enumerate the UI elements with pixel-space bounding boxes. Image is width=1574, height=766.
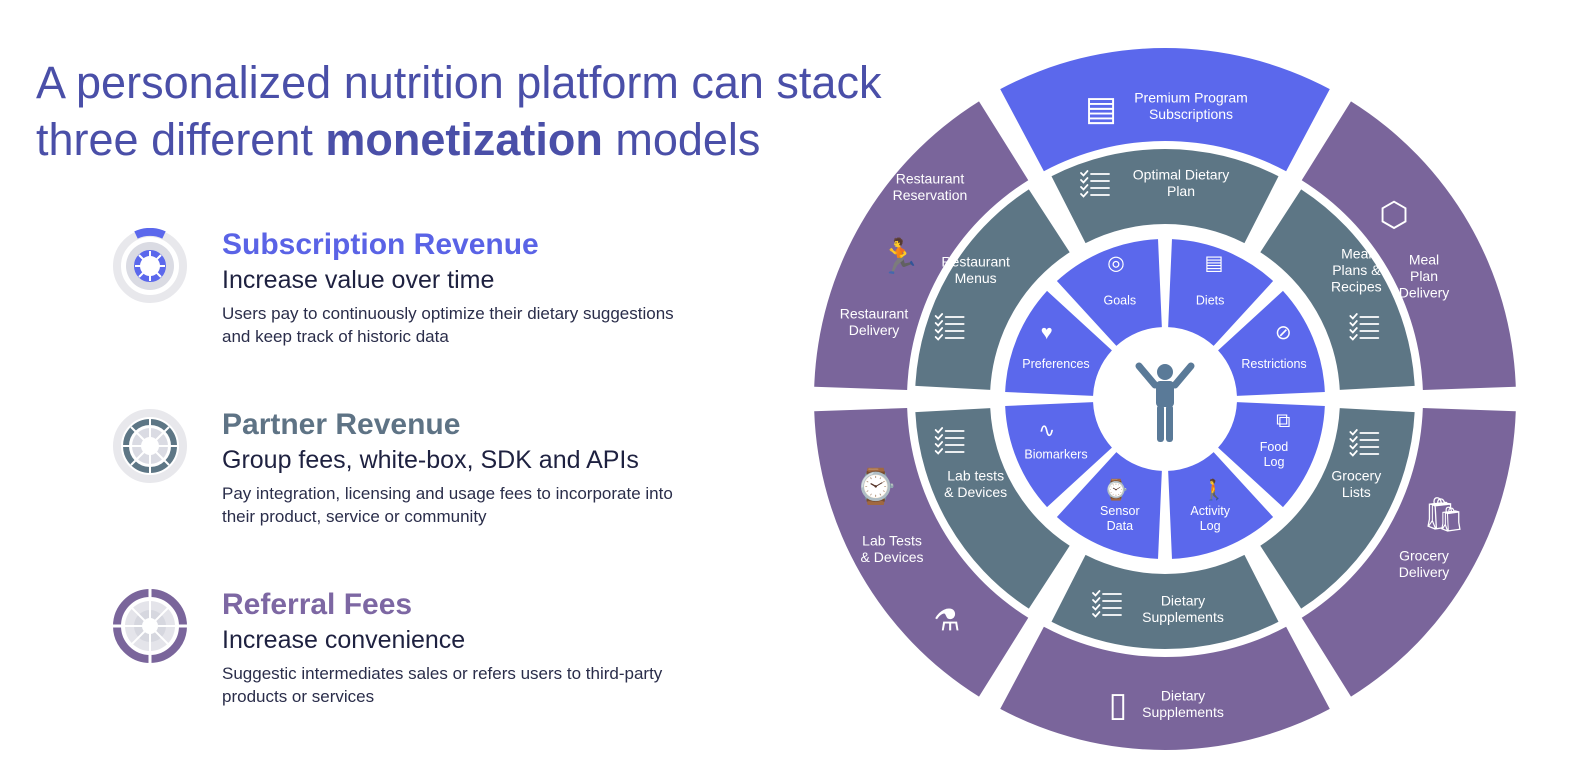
inner-segment [1005, 290, 1112, 396]
checklist-icon [1349, 429, 1380, 457]
inner-label: Preferences [1022, 357, 1089, 371]
inner-segment [1218, 402, 1325, 508]
middle-segment [1260, 408, 1415, 609]
middle-segment [1051, 149, 1279, 244]
title-line-2-end: models [602, 114, 761, 165]
title-line-2-bold: monetization [325, 114, 603, 165]
middle-segment [1260, 189, 1415, 390]
person-arms-raised-icon [1135, 362, 1195, 442]
outer-segment [1000, 626, 1330, 751]
inner-segment [1005, 402, 1112, 508]
inner-label: Diets [1196, 293, 1224, 307]
middle-label: Lab tests& Devices [944, 468, 1007, 501]
inner-segment [1056, 452, 1162, 559]
documents-checklist-icon: ▤ [1085, 90, 1117, 128]
subscription-heading: Subscription Revenue [222, 228, 539, 261]
checklist-icon [1080, 170, 1110, 198]
pulse-icon: ∿ [1038, 420, 1055, 442]
inner-label: Restrictions [1241, 357, 1306, 371]
middle-segment [915, 408, 1070, 609]
outer-segment [814, 408, 1029, 697]
referral-ring-icon [113, 589, 187, 663]
checklist-icon [934, 427, 965, 455]
head-target-icon: ◎ [1107, 253, 1124, 275]
outer-segment [1301, 101, 1516, 390]
delivery-runner-icon: 🏃 [879, 237, 921, 276]
package-box-icon: ⬡ [1379, 196, 1409, 234]
subscription-ring-icon [113, 228, 187, 303]
middle-segment [1051, 554, 1279, 650]
middle-segment [915, 189, 1070, 390]
inner-segment [1168, 452, 1274, 559]
title-line-2-start: three different [36, 114, 326, 165]
referral-heading: Referral Fees [222, 588, 413, 621]
outer-segment [814, 101, 1029, 390]
smartwatch-heart-icon: ⌚ [1104, 477, 1129, 501]
partner-heading: Partner Revenue [222, 408, 461, 441]
inner-label: Biomarkers [1024, 448, 1087, 462]
smartwatch-pulse-icon: ⌚ [855, 467, 897, 506]
inner-segment [1056, 239, 1162, 346]
referral-description: Suggestic intermediates sales or refers … [222, 664, 663, 706]
clipboard-apple-icon: ▤ [1205, 253, 1224, 275]
walking-person-icon: 🚶 [1202, 477, 1227, 501]
partner-ring-icon [113, 409, 187, 483]
inner-segment [1218, 290, 1325, 396]
checklist-icon [934, 313, 965, 341]
bottles-icon: ⧉ [1276, 410, 1290, 432]
partner-description: Pay integration, licensing and usage fee… [222, 484, 673, 526]
partner-subheading: Group fees, white-box, SDK and APIs [222, 446, 639, 474]
grocery-bag-icon: 🛍 [1422, 496, 1465, 534]
heart-icon: ♥ [1041, 322, 1053, 344]
prohibited-icon: ⊘ [1275, 322, 1292, 344]
subscription-subheading: Increase value over time [222, 266, 495, 294]
subscription-description: Users pay to continuously optimize their… [222, 304, 674, 346]
inner-segment [1168, 239, 1274, 346]
outer-segment [1301, 408, 1516, 697]
inner-label: Goals [1104, 293, 1137, 307]
title-line-1: A personalized nutrition platform can st… [36, 57, 882, 108]
page-title: A personalized nutrition platform can st… [36, 54, 881, 168]
checklist-icon [1092, 590, 1122, 618]
outer-label: Lab Tests& Devices [860, 533, 923, 566]
referral-subheading: Increase convenience [222, 626, 466, 654]
supplement-bottle-icon: ▯ [1109, 686, 1128, 724]
outer-segment [1000, 47, 1330, 172]
checklist-icon [1349, 313, 1380, 341]
test-tube-icon: ⚗ [934, 605, 961, 638]
